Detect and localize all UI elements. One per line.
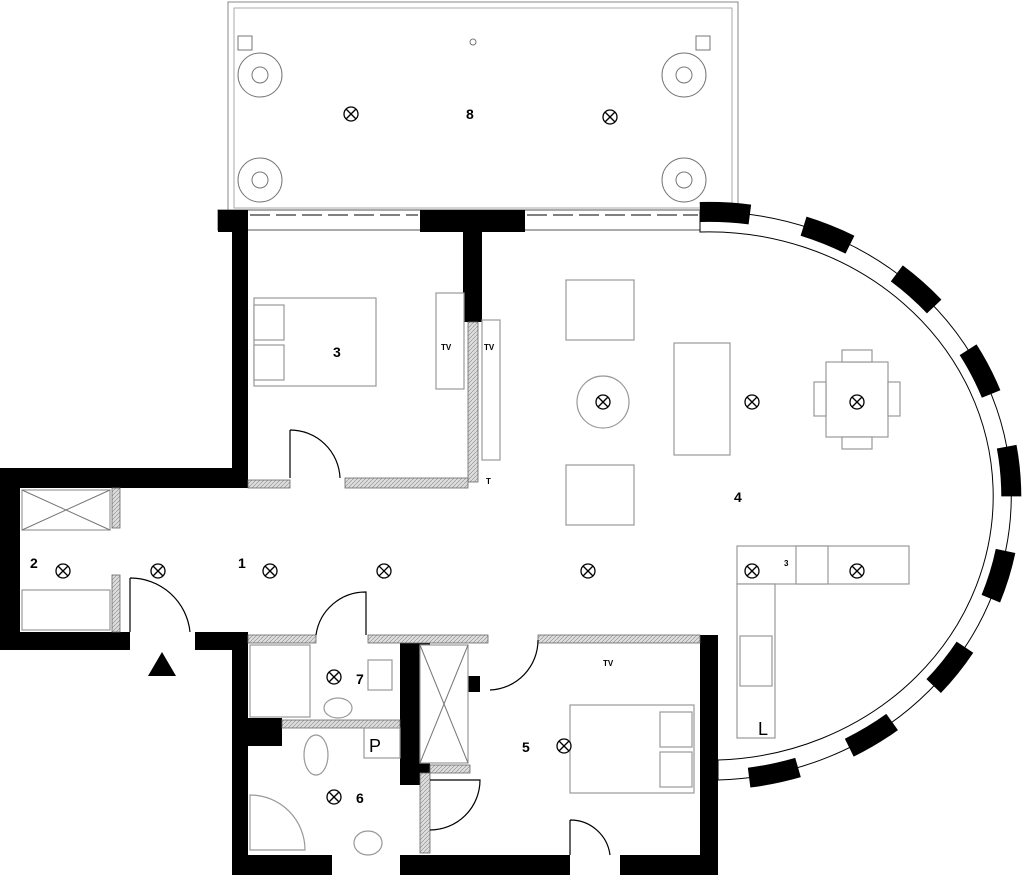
light-icon: [580, 563, 596, 579]
light-icon: [326, 669, 342, 685]
light-icon: [744, 394, 760, 410]
light-icon: [150, 563, 166, 579]
room-6-label: 6: [356, 790, 364, 806]
entrance-arrow-icon: [148, 652, 176, 676]
terrace: [227, 1, 739, 211]
room-5-label: 5: [522, 739, 530, 755]
room-4-label: 4: [734, 489, 742, 505]
tv-socket-label: TV: [603, 659, 614, 668]
partitions: [111, 321, 701, 854]
room-2-label: 2: [30, 555, 38, 571]
room-8-label: 8: [466, 106, 474, 122]
room-3-label: 3: [333, 344, 341, 360]
light-icon: [602, 109, 618, 125]
pantry-label: P: [369, 736, 381, 756]
light-icon: [744, 563, 760, 579]
tv-socket-label: TV: [441, 343, 452, 352]
room-1-label: 1: [238, 555, 246, 571]
light-icon: [326, 789, 342, 805]
light-icon: [376, 563, 392, 579]
plant-icon: [237, 52, 707, 203]
light-icon: [55, 563, 71, 579]
socket-count-label: 3: [784, 559, 789, 568]
light-icon: [262, 563, 278, 579]
light-icon: [849, 563, 865, 579]
light-icon: [849, 394, 865, 410]
light-icon: [595, 394, 611, 410]
laundry-label: L: [758, 719, 768, 739]
phone-socket-label: T: [486, 477, 491, 486]
room-7-label: 7: [356, 671, 364, 687]
tv-socket-label: TV: [484, 343, 495, 352]
light-icon: [343, 106, 359, 122]
light-icon: [556, 738, 572, 754]
planter-icon: [695, 35, 711, 51]
doors: [129, 429, 611, 856]
furniture: [249, 279, 910, 856]
planter-icon: [237, 35, 253, 51]
ceiling-lights: [55, 106, 865, 805]
